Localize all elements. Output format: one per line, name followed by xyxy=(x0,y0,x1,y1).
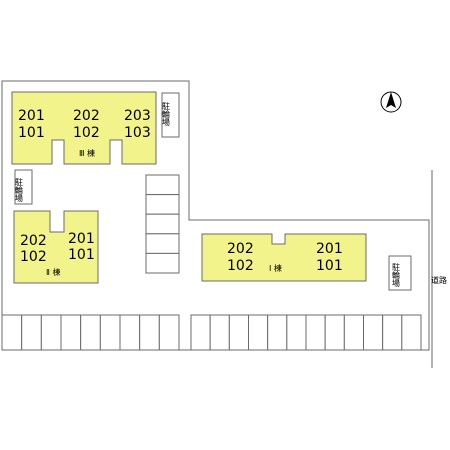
building-2-name: Ⅱ 棟 xyxy=(46,267,60,277)
parking-space xyxy=(382,314,403,351)
parking-space xyxy=(209,314,230,351)
building-2: 202 102 201 101 Ⅱ 棟 xyxy=(13,210,99,284)
building-1-unit-2-upper: 201 xyxy=(316,241,343,257)
parking-space xyxy=(1,314,23,351)
parking-space xyxy=(343,314,365,351)
north-arrow-icon xyxy=(380,91,402,113)
parking-middle-column xyxy=(145,174,180,274)
road-label: 道路 xyxy=(431,275,447,285)
parking-space xyxy=(267,314,288,351)
parking-space xyxy=(248,314,269,351)
building-2-unit-1-upper: 202 xyxy=(20,233,47,249)
parking-space xyxy=(190,314,211,351)
bicycle-parking-right-label: 駐輪場 xyxy=(392,262,401,288)
building-1: 202 102 201 101 Ⅰ 棟 xyxy=(201,233,367,282)
building-2-unit-2-lower: 101 xyxy=(68,247,95,263)
building-3-unit-1-upper: 201 xyxy=(18,108,45,124)
parking-space xyxy=(158,314,180,351)
parking-space xyxy=(324,314,345,351)
building-1-name: Ⅰ 棟 xyxy=(269,263,282,273)
bicycle-parking-top: 駐輪場 xyxy=(161,92,180,138)
parking-bottom-right-row xyxy=(190,314,422,351)
parking-space xyxy=(21,314,42,351)
building-1-unit-1-upper: 202 xyxy=(227,241,254,257)
bicycle-parking-left-label: 駐輪場 xyxy=(15,177,24,203)
parking-space xyxy=(305,314,326,351)
parking-space xyxy=(145,213,180,235)
parking-space xyxy=(363,314,384,351)
building-3-outline xyxy=(11,91,157,165)
building-3-unit-2-upper: 202 xyxy=(73,108,100,124)
building-3-unit-3-lower: 103 xyxy=(124,125,151,141)
building-3: 201 101 202 102 203 103 Ⅲ 棟 xyxy=(11,91,157,165)
building-1-unit-2-lower: 101 xyxy=(316,258,343,274)
building-1-unit-1-lower: 102 xyxy=(227,258,254,274)
parking-space xyxy=(99,314,121,351)
bicycle-parking-left: 駐輪場 xyxy=(14,169,33,205)
building-2-outline xyxy=(13,210,99,284)
parking-bottom-left-row xyxy=(1,314,180,351)
parking-space xyxy=(119,314,141,351)
parking-space xyxy=(401,314,422,351)
parking-space xyxy=(80,314,101,351)
building-3-name: Ⅲ 棟 xyxy=(79,148,95,158)
building-2-unit-1-lower: 102 xyxy=(20,249,47,265)
parking-space xyxy=(145,174,180,196)
parking-space xyxy=(286,314,307,351)
building-1-outline xyxy=(201,233,367,282)
parking-space xyxy=(145,194,180,215)
bicycle-parking-right: 駐輪場 xyxy=(388,255,412,291)
parking-space xyxy=(145,252,180,274)
parking-space xyxy=(139,314,160,351)
parking-space xyxy=(40,314,62,351)
building-3-unit-1-lower: 101 xyxy=(18,125,45,141)
bicycle-parking-top-label: 駐輪場 xyxy=(162,101,171,127)
parking-space xyxy=(60,314,82,351)
building-3-unit-2-lower: 102 xyxy=(73,125,100,141)
building-3-unit-3-upper: 203 xyxy=(124,108,151,124)
parking-space xyxy=(145,233,180,254)
building-2-unit-2-upper: 201 xyxy=(68,231,95,247)
parking-space xyxy=(228,314,249,351)
